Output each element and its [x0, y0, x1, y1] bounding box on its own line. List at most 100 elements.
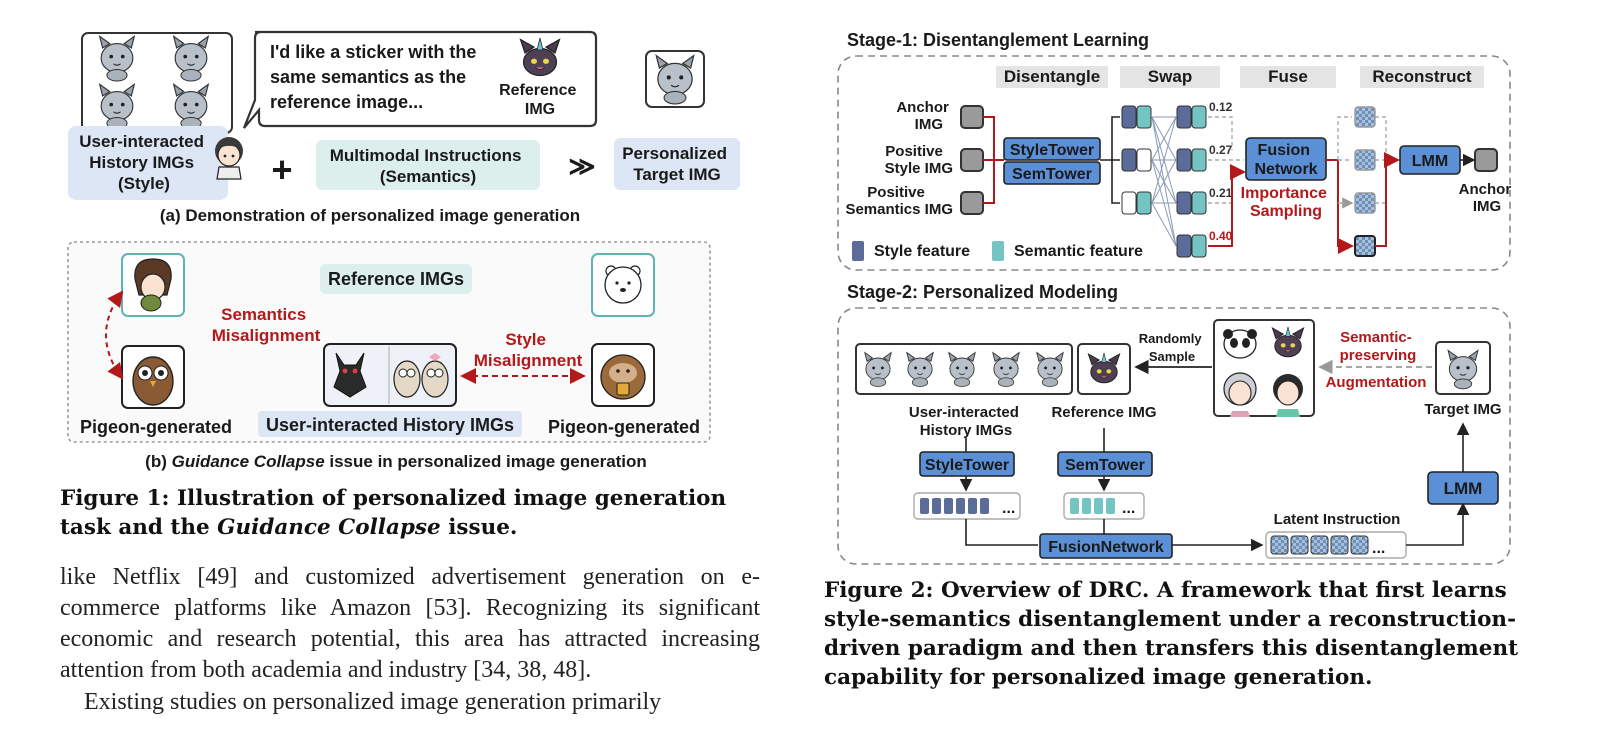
- style-tower-label: StyleTower: [1010, 142, 1094, 159]
- positive-semantics-img-label: Positive Semantics IMG: [845, 184, 953, 218]
- user-history-label-stage2: User-interacted History IMGs: [909, 404, 1023, 439]
- fuse-red-line: [1208, 164, 1246, 247]
- target-label-bg: [614, 138, 740, 190]
- fuse-header-bg: [1240, 66, 1336, 88]
- reference-cat-icon: [519, 37, 561, 77]
- legend-semantic-swatch: [992, 241, 1004, 261]
- score-3: 0.21: [1209, 186, 1233, 200]
- latent-instruction-label: Latent Instruction: [1274, 511, 1401, 528]
- user-history-label: User-interacted History IMGs (Style): [79, 132, 208, 193]
- bubble-text: I'd like a sticker with the same semanti…: [270, 42, 481, 112]
- disentangle-header: Disentangle: [1004, 67, 1100, 86]
- anchor-output-icon: [1474, 148, 1498, 172]
- black-bird-icon: [333, 352, 367, 398]
- swap-left-features: [1121, 105, 1152, 215]
- target-img-label: Target IMG: [1424, 401, 1501, 418]
- semantic-preserving-label: Semantic- preserving: [1340, 329, 1417, 364]
- fusionnetwork-label-stage2: FusionNetwork: [1048, 539, 1164, 556]
- figure2-caption-line-2: style-semantics disentanglement under a …: [824, 607, 1516, 632]
- legend-style-label: Style feature: [874, 243, 970, 260]
- augmentation-label: Augmentation: [1326, 374, 1427, 391]
- sem-tower-box: [1003, 161, 1101, 185]
- user-history-label-bg: [68, 126, 228, 200]
- stage1-title: Stage-1: Disentanglement Learning: [847, 30, 1149, 50]
- randomly-sample-label: Randomly Sample: [1139, 331, 1205, 364]
- polar-bear-icon: [604, 265, 642, 304]
- swap-header-bg: [1120, 66, 1220, 88]
- semantics-misalignment-arrow: [105, 290, 124, 380]
- fusionnetwork-box-stage2: [1039, 533, 1173, 559]
- cute-owls-icon: [393, 353, 449, 398]
- lmm-label-stage2: LMM: [1444, 479, 1483, 498]
- style-tower-label-stage2: StyleTower: [925, 457, 1009, 474]
- fig1a: User-interacted History IMGs (Style) I'd…: [68, 30, 740, 225]
- style-sequence-ellipsis: ...: [1002, 500, 1015, 517]
- fig1a-caption: (a) Demonstration of personalized image …: [160, 206, 580, 225]
- swap-crossing-lines: [1151, 116, 1177, 247]
- multimodal-label-bg: [316, 140, 540, 190]
- sem-tower-label-stage2: SemTower: [1065, 457, 1145, 474]
- anime-boy-icon: [134, 258, 172, 312]
- user-history-label-bg-b: [258, 411, 522, 437]
- style-tower-box-stage2: [919, 451, 1015, 477]
- double-chevron-icon: ≫: [568, 151, 595, 181]
- panda-icon: [1223, 329, 1257, 359]
- owl-icon: [132, 356, 174, 406]
- pigeon-generated-right-label: Pigeon-generated: [548, 417, 700, 437]
- pool-blackcat-icon: [1271, 326, 1305, 358]
- sem-tower-box-stage2: [1057, 451, 1153, 477]
- fig1b-frame: [67, 241, 711, 443]
- score-4: 0.40: [1209, 229, 1233, 243]
- score-2: 0.27: [1209, 143, 1233, 157]
- figure2-caption: Figure 2: Overview of DRC. A framework t…: [824, 576, 1524, 692]
- tower-out-lines: [1100, 116, 1120, 204]
- figure2-caption-line-4: capability for personalized image genera…: [824, 665, 1373, 690]
- girl-icon: [1273, 374, 1303, 417]
- positive-style-img-label: Positive Style IMG: [885, 143, 953, 177]
- lmm-label-stage1: LMM: [1412, 153, 1448, 170]
- positive-semantics-img-icon: [960, 191, 984, 215]
- reference-blackcat-icon: [1087, 352, 1121, 384]
- reference-img-label: Reference IMG: [499, 82, 581, 118]
- grandma-icon: [1223, 372, 1257, 417]
- legend-style-swatch: [852, 241, 864, 261]
- reconstruct-header-bg: [1360, 66, 1484, 88]
- fuse-header: Fuse: [1268, 67, 1308, 86]
- fig2-stage2: Stage-2: Personalized Modeling Randomly …: [837, 282, 1511, 565]
- figure2-caption-line-1: Figure 2: Overview of DRC. A framework t…: [824, 578, 1507, 603]
- fusion-network-label: Fusion Network: [1254, 142, 1317, 178]
- latent-sequence-ellipsis: ...: [1372, 540, 1385, 557]
- anchor-output-label: Anchor IMG: [1459, 181, 1516, 215]
- speech-bubble: [242, 30, 598, 129]
- sem-tower-label: SemTower: [1012, 166, 1092, 183]
- fig2-stage1: Stage-1: Disentanglement Learning Disent…: [837, 30, 1516, 271]
- sloth-bear-icon: [600, 354, 646, 400]
- disentangle-header-bg: [996, 66, 1108, 88]
- user-history-label-b: User-interacted History IMGs: [266, 415, 514, 435]
- input-bracket-line: [983, 116, 1004, 204]
- latent-tokens-stage1: [1354, 106, 1376, 257]
- legend-semantic-label: Semantic feature: [1014, 243, 1143, 260]
- style-misalignment-label: Style Misalignment: [474, 330, 583, 370]
- reference-imgs-label-bg: [320, 264, 472, 294]
- pigeon-generated-left-label: Pigeon-generated: [80, 417, 232, 437]
- plus-symbol: +: [271, 149, 292, 190]
- fig1b-caption: (b) Guidance Collapse issue in personali…: [145, 452, 647, 471]
- importance-sampling-label: Importance Sampling: [1241, 185, 1332, 220]
- semantics-misalignment-label: Semantics Misalignment: [212, 305, 321, 345]
- user-avatar-icon: [215, 137, 243, 180]
- target-label: Personalized Target IMG: [622, 144, 732, 184]
- reference-imgs-label: Reference IMGs: [328, 269, 464, 289]
- positive-style-img-icon: [960, 148, 984, 172]
- figure1-caption: Figure 1: Illustration of personalized i…: [60, 486, 727, 540]
- stage2-title: Stage-2: Personalized Modeling: [847, 282, 1118, 302]
- anchor-img-label: Anchor IMG: [896, 99, 953, 133]
- style-tower-box: [1003, 137, 1101, 161]
- reference-img-label-stage2: Reference IMG: [1051, 404, 1156, 421]
- score-1: 0.12: [1209, 100, 1233, 114]
- semantic-sequence-ellipsis: ...: [1122, 500, 1135, 517]
- figure2-caption-line-3: driven paradigm and then transfers this …: [824, 636, 1519, 661]
- multimodal-label: Multimodal Instructions (Semantics): [330, 146, 526, 186]
- fig1b: Semantics Misalignment Reference IMGs: [67, 241, 711, 471]
